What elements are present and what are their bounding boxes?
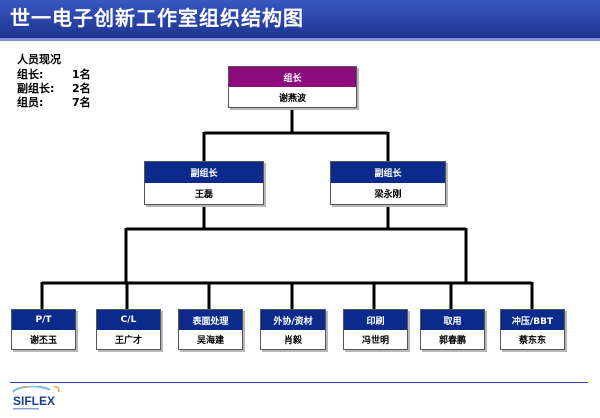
org-node-member: P/T 谢丕玉 bbox=[11, 309, 76, 350]
stat-value: 1名 bbox=[72, 68, 91, 81]
stat-label: 组员: bbox=[17, 96, 44, 109]
node-role: 表面处理 bbox=[179, 310, 242, 330]
node-role: 印刷 bbox=[344, 310, 407, 330]
node-name: 梁永刚 bbox=[374, 190, 402, 200]
stat-row-leader: 组长: 1名 bbox=[17, 68, 91, 82]
logo-text: SIFLEX bbox=[13, 394, 55, 408]
staff-summary: 人员现况 组长: 1名 副组长: 2名 组员: 7名 bbox=[17, 53, 91, 110]
node-name: 郭春鹏 bbox=[438, 336, 466, 346]
node-role: 冲压/BBT bbox=[501, 310, 564, 330]
title-underline bbox=[0, 38, 600, 41]
node-name: 王广才 bbox=[114, 336, 142, 346]
title-bar: 世一电子创新工作室组织结构图 bbox=[0, 0, 600, 38]
org-node-member: 表面处理 吴海建 bbox=[178, 309, 243, 350]
node-name: 谢丕玉 bbox=[29, 336, 57, 346]
stat-value: 2名 bbox=[72, 82, 91, 95]
node-name: 蔡东东 bbox=[518, 336, 546, 346]
node-role: 取用 bbox=[421, 310, 484, 330]
node-name: 王磊 bbox=[194, 190, 213, 200]
staff-summary-heading: 人员现况 bbox=[17, 53, 61, 66]
org-node-member: 印刷 冯世明 bbox=[343, 309, 408, 350]
stat-row-deputy: 副组长: 2名 bbox=[17, 82, 91, 96]
stat-row-member: 组员: 7名 bbox=[17, 96, 91, 110]
stat-label: 副组长: bbox=[17, 82, 55, 95]
stat-value: 7名 bbox=[72, 96, 91, 109]
org-node-member: 冲压/BBT 蔡东东 bbox=[500, 309, 565, 350]
org-node-member: C/L 王广才 bbox=[96, 309, 161, 350]
footer-divider bbox=[10, 382, 588, 383]
node-role: P/T bbox=[12, 310, 75, 330]
node-name: 肖毅 bbox=[283, 336, 302, 346]
stat-label: 组长: bbox=[17, 68, 44, 81]
node-role: 副组长 bbox=[145, 162, 263, 183]
node-role: 外协/资材 bbox=[261, 310, 325, 330]
node-name: 吴海建 bbox=[196, 336, 224, 346]
node-name: 谢燕波 bbox=[278, 93, 306, 104]
node-role: C/L bbox=[97, 310, 160, 330]
org-node-deputy: 副组长 梁永刚 bbox=[330, 161, 446, 205]
org-node-member: 外协/资材 肖毅 bbox=[260, 309, 326, 350]
page-title: 世一电子创新工作室组织结构图 bbox=[10, 6, 304, 30]
org-node-deputy: 副组长 王磊 bbox=[144, 161, 264, 205]
node-role: 组长 bbox=[229, 67, 356, 87]
org-node-leader: 组长 谢燕波 bbox=[228, 66, 357, 108]
siflex-logo-icon: SIFLEX bbox=[12, 386, 60, 410]
org-node-member: 取用 郭春鹏 bbox=[420, 309, 485, 350]
node-role: 副组长 bbox=[331, 162, 445, 183]
node-name: 冯世明 bbox=[361, 336, 389, 346]
